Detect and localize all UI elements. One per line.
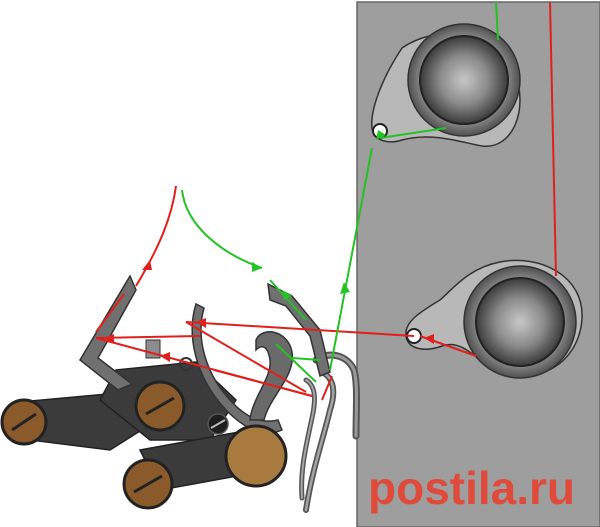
roller-slot [145,396,175,416]
needle-clamp-inner [314,353,358,438]
right-looper-icon [191,302,283,434]
upper-thread-entry [495,1,499,41]
tension-disc-icon[interactable] [419,35,509,125]
arrow-icon [142,260,152,270]
lower-thread-entry [549,1,557,277]
tension-disc-icon[interactable] [475,277,565,367]
lower-thread-end [321,375,333,401]
lower-thread-cross-1 [185,321,307,393]
left-looper-icon [79,274,137,391]
roller-slot [133,474,163,494]
lower-thread-tail [135,185,177,287]
upper-thread-to-guide [379,127,447,139]
lower-thread-cross-4 [213,369,313,397]
arrow-icon [104,334,114,344]
roller-icon [224,424,288,488]
arrow-icon [376,130,386,140]
lower-thread-loop [95,293,125,333]
arrow-icon [340,282,350,294]
upper-tension-unit [371,23,521,147]
upper-thread-path [181,1,499,383]
needle-assembly [299,351,360,513]
looper-eye-icon [249,331,294,421]
needle-icon [300,379,316,499]
lower-tension-unit [405,259,583,379]
roller-slot [11,412,37,432]
screw-slot [210,419,226,429]
arrow-icon [160,352,170,362]
arrow-icon [252,262,262,272]
upper-thread-to-needle [275,343,317,383]
looper-mechanism [0,274,331,510]
upper-looper-icon [267,282,331,378]
watermark-text: postila.ru [368,462,575,514]
arrow-icon [424,334,434,344]
thread-direction-arrows [104,130,434,362]
upper-thread-needle-eye [291,357,321,361]
upper-thread-loop [181,189,263,269]
lower-thread-to-looper [185,321,415,337]
upper-thread-looper [269,279,307,321]
arrow-icon [196,318,206,328]
upper-thread-down [329,147,373,371]
arrow-icon [282,290,292,300]
needle-icon [304,370,335,512]
